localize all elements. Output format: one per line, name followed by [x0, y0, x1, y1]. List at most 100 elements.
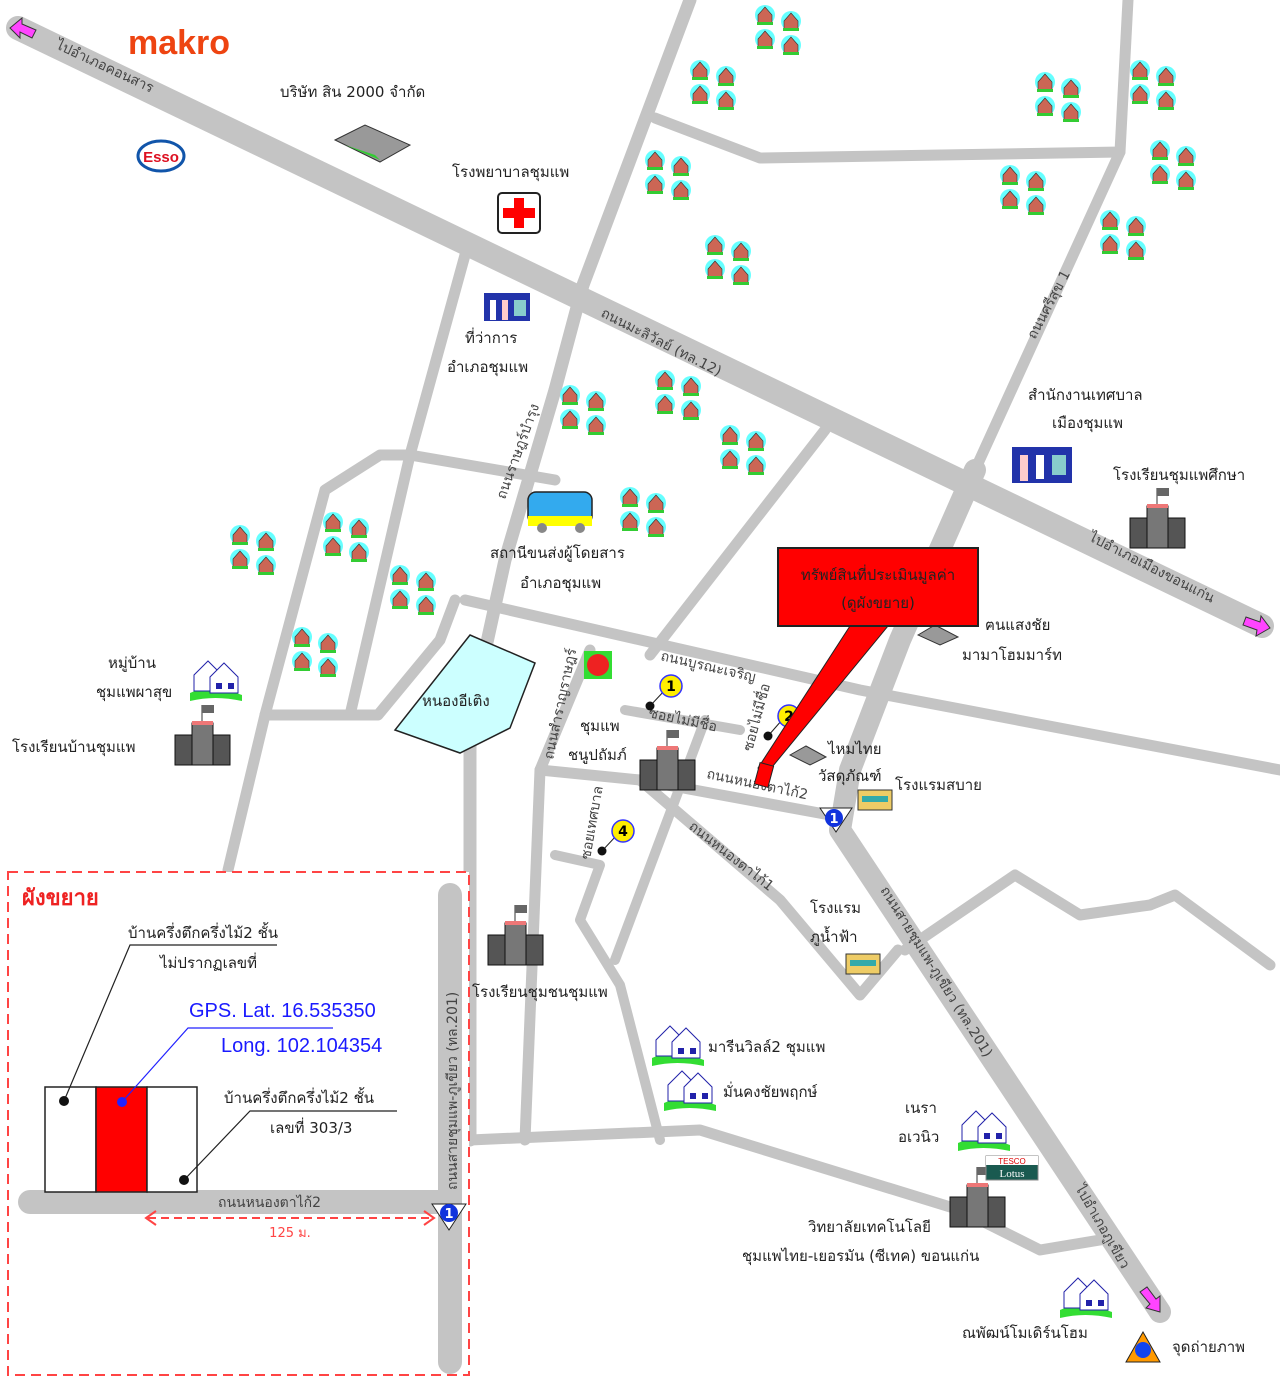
makro-logo: makro [128, 24, 230, 62]
road-hwy12 [6, 16, 1274, 638]
road-soi [620, 705, 745, 735]
road-label-srisuk1: ถนนศรีสุข 1 [1024, 268, 1074, 342]
road-diagonal [644, 424, 831, 661]
bus-icon [527, 491, 593, 533]
label-school-banchumphae: โรงเรียนบ้านชุมแพ [12, 738, 136, 757]
house-cluster-icon [690, 60, 736, 110]
road-left-3 [259, 594, 461, 721]
callout-line1: ทรัพย์สินที่ประเมินมูลค่า [801, 564, 955, 584]
housing-estate-icon [652, 1025, 704, 1066]
road-soi-thetsaban [550, 850, 665, 1145]
label-mamahome-2: มามาโฮมมาร์ท [962, 646, 1062, 664]
label-hotel-phunamfa-1: โรงแรม [810, 899, 861, 917]
hotel-icon-sabai [857, 789, 893, 811]
label-bus-station-2: อำเภอชุมแพ [520, 574, 601, 593]
municipal-office-icon [1012, 447, 1072, 483]
label-district-office-1: ที่ว่าการ [465, 327, 517, 347]
house-cluster-icon [655, 370, 701, 420]
government-building-icon [484, 293, 530, 321]
village-icons [190, 660, 1112, 1318]
label-district-office-2: อำเภอชุมแพ [447, 358, 528, 377]
house-cluster-icon [1000, 165, 1046, 215]
svg-text:4: 4 [618, 824, 628, 840]
arrow-to-phukhiao-icon [1139, 1286, 1161, 1313]
factory-icon [333, 124, 412, 163]
house-left [44, 1086, 97, 1193]
esso-logo: Esso [136, 139, 186, 173]
house-right [146, 1086, 198, 1193]
svg-text:2: 2 [784, 709, 794, 725]
svg-text:Esso: Esso [143, 149, 179, 166]
house-cluster-icon [1130, 60, 1176, 110]
road-north [649, 0, 1134, 164]
label-hotel-phunamfa-2: ภูน้ำฟ้า [810, 926, 858, 946]
road-label-soi-2: ซอยไม่มีชื่อ [738, 681, 773, 753]
label-chumphae-suksa: โรงเรียนชุมแพศึกษา [1113, 466, 1245, 485]
house-cluster-icon [390, 565, 436, 615]
svg-text:TESCO: TESCO [998, 1157, 1026, 1166]
house-cluster-icon [230, 525, 276, 575]
road-buranacharoen [459, 594, 1280, 776]
road-east-zigzag [899, 869, 1276, 971]
inset-house-left-2: ไม่ปรากฏเลขที่ [159, 952, 257, 972]
house-cluster-icon [560, 385, 606, 435]
school-icon [949, 1167, 1006, 1228]
callout-line2: (ดูผังขยาย) [841, 594, 915, 612]
inset-expanded-plan: ผังขยาย ถนนสายชุมแพ-ภูเขียว (ทล.201) ถนน… [7, 871, 470, 1376]
label-bus-station-1: สถานีขนส่งผู้โดยสาร [490, 544, 625, 562]
road-left-1 [344, 249, 471, 721]
road-label-hwy201: ถนนสายชุมแพ-ภูเขียว (ทล.201) [877, 884, 996, 1061]
store-icon [916, 624, 960, 646]
inset-gps-lat: GPS. Lat. 16.535350 [189, 1000, 376, 1022]
svg-text:Lotus: Lotus [999, 1168, 1024, 1180]
label-municipal-2: เมืองชุมแพ [1052, 414, 1123, 433]
house-cluster-icon [323, 512, 369, 562]
svg-text:1: 1 [829, 812, 838, 827]
arrow-to-khonkaen-icon [1242, 614, 1271, 637]
distance-label: 125 ม. [269, 1226, 311, 1241]
label-maithai-2: วัสดุภัณฑ์ [818, 767, 882, 786]
store-icon-maithai [788, 745, 828, 766]
school-icon [487, 905, 544, 966]
road-label-soi-1: ซอยไม่มีชื่อ [647, 703, 719, 735]
label-nara-2: อเวนิว [898, 1128, 939, 1146]
road-srisuk1 [969, 146, 1126, 476]
school-icon [639, 730, 696, 791]
label-college-1: วิทยาลัยเทคโนโลยี [807, 1218, 930, 1236]
label-hotel-sabai: โรงแรมสบาย [895, 776, 982, 794]
label-hospital: โรงพยาบาลชุมแพ [452, 163, 569, 182]
residential-clusters [230, 5, 1196, 677]
subject-property-callout[interactable]: ทรัพย์สินที่ประเมินมูลค่า (ดูผังขยาย) [753, 547, 979, 789]
label-college-2: ชุมแพไทย-เยอรมัน (ซีเทค) ขอนแก่น [742, 1247, 979, 1266]
legend-photo-point-label: จุดถ่ายภาพ [1172, 1338, 1245, 1357]
house-cluster-icon [755, 5, 801, 55]
house-cluster-icon [720, 425, 766, 475]
road-label-samranrat: ถนนสำราญราษฎร์ [540, 646, 580, 760]
label-marinville: มารีนวิลล์2 ชุมแพ [708, 1038, 825, 1057]
school-icon [1129, 488, 1186, 549]
house-cluster-icon [1035, 72, 1081, 122]
school-icon [174, 705, 231, 766]
road-label-hwy12: ถนนมะลิวัลย์ (ทล.12) [598, 304, 724, 380]
marker-1[interactable]: 1 [645, 674, 683, 711]
inset-house-right-1: บ้านครึ่งตึกครึ่งไม้2 ชั้น [224, 1087, 374, 1107]
photo-point-marker[interactable]: 1 [819, 807, 853, 833]
house-cluster-icon [620, 487, 666, 537]
marker-4[interactable]: 4 [597, 819, 635, 856]
label-mankong: มั่นคงชัยพฤกษ์ [723, 1081, 818, 1101]
label-chanupatham-2: ชนูปถัมภ์ [568, 746, 627, 764]
label-municipal-1: สำนักงานเทศบาล [1028, 386, 1143, 404]
inset-gps-long: Long. 102.104354 [221, 1035, 382, 1057]
photo-point-legend-icon [1125, 1330, 1161, 1363]
label-sin2000: บริษัท สิน 2000 จำกัด [280, 83, 425, 101]
inset-road-h-label: ถนนหนองตาไก้2 [218, 1194, 321, 1211]
svg-text:1: 1 [666, 679, 676, 695]
label-community-school: โรงเรียนชุมชนชุมแพ [472, 983, 608, 1002]
label-village-2: ชุมแพผาสุข [96, 683, 172, 702]
house-cluster-icon [1150, 140, 1196, 190]
road-label-to-phukhiao: ไปอำเภอภูเขียว [1071, 1181, 1133, 1272]
inset-house-right-2: เลขที่ 303/3 [270, 1117, 352, 1137]
label-nara-1: เนรา [905, 1099, 937, 1117]
